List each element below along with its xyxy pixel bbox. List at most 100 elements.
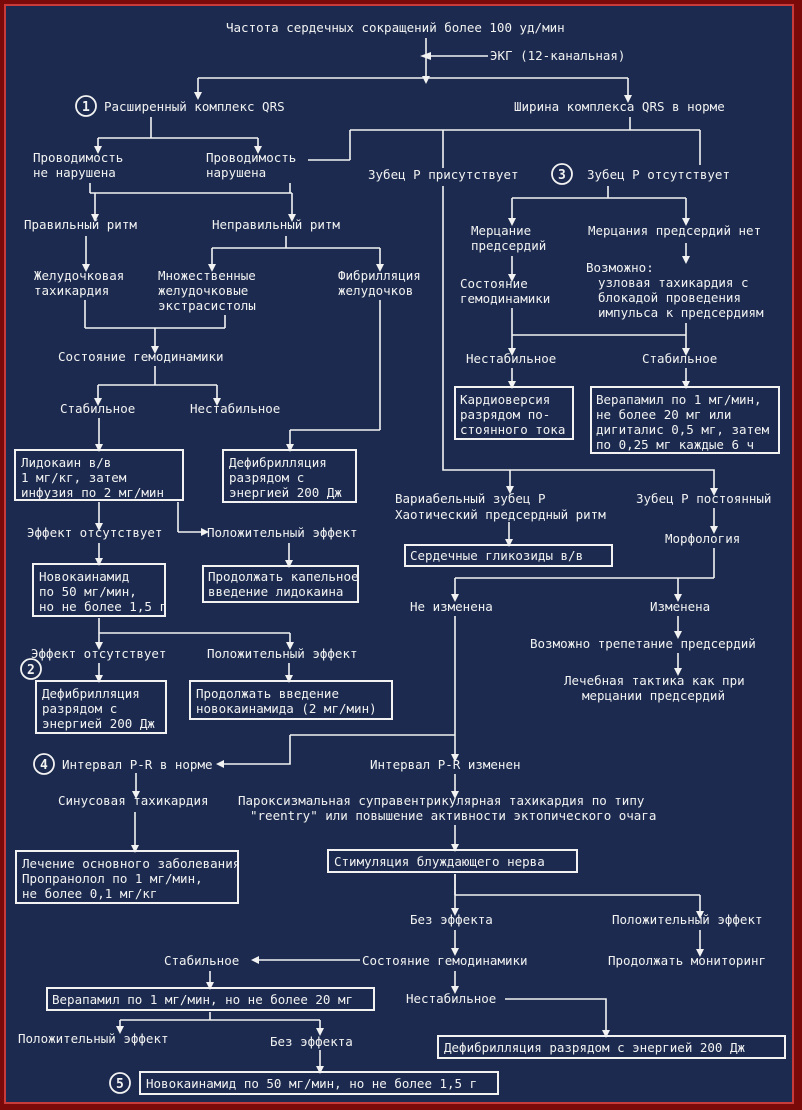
- treat-underlying-line1: Лечение основного заболевания: [22, 856, 240, 871]
- psvt-line1: Пароксизмальная суправентрикулярная тахи…: [238, 793, 645, 808]
- defib2-line3: энергией 200 Дж: [42, 716, 155, 731]
- vagal-box: [327, 849, 578, 873]
- procainamide1-line2: по 50 мг/мин,: [39, 584, 137, 599]
- treat-like-af-line2: мерцании предсердий: [582, 688, 725, 703]
- defib1-line2: разрядом с: [229, 470, 304, 485]
- not-changed-node: Не изменена: [410, 599, 493, 614]
- positive4-node: Положительный эффект: [18, 1031, 169, 1046]
- vfib-line2: желудочков: [338, 283, 413, 298]
- unstable3-node: Нестабильное: [406, 991, 496, 1006]
- sinus-node: Синусовая тахикардия: [58, 793, 209, 808]
- lidocaine-line2: 1 мг/кг, затем: [21, 470, 127, 485]
- marker-1: [75, 95, 97, 117]
- variable-p-line2: Хаотический предсердный ритм: [395, 507, 606, 522]
- unstable-af-node: Нестабильное: [466, 351, 556, 366]
- pvc-line1: Множественные: [158, 268, 256, 283]
- conduction-bad-line2: нарушена: [206, 165, 266, 180]
- nodal-line1: Возможно:: [586, 260, 654, 275]
- positive3-node: Положительный эффект: [612, 912, 763, 927]
- treat-like-af-line1: Лечебная тактика как при: [564, 673, 745, 688]
- cardioversion-box: [454, 386, 574, 440]
- verapamil-af-line1: Верапамил по 1 мг/мин,: [596, 392, 762, 407]
- treat-underlying-line3: не более 0,1 мг/кг: [22, 886, 157, 901]
- variable-p-line1: Вариабельный зубец P: [395, 491, 546, 506]
- marker-3-label: 3: [558, 168, 566, 183]
- qrs-normal-node: Ширина комплекса QRS в норме: [514, 99, 725, 114]
- stable3-node: Стабильное: [164, 953, 239, 968]
- marker-4: [33, 753, 55, 775]
- defib3-box: [437, 1035, 786, 1059]
- no-effect4-node: Без эффекта: [270, 1034, 353, 1049]
- cardioversion-line2: разрядом по-: [460, 407, 550, 422]
- vtach-line1: Желудочковая: [34, 268, 124, 283]
- pvc-line2: желудочковые: [158, 283, 248, 298]
- conduction-ok-line2: не нарушена: [33, 165, 116, 180]
- flowchart-frame: [4, 4, 794, 1104]
- marker-5-label: 5: [116, 1077, 124, 1092]
- continue-proc-line1: Продолжать введение: [196, 686, 339, 701]
- no-effect3-node: Без эффекта: [410, 912, 493, 927]
- procainamide2-node: Новокаинамид по 50 мг/мин, но не более 1…: [146, 1076, 477, 1091]
- irregular-rhythm-node: Неправильный ритм: [212, 217, 340, 232]
- p-present-node: Зубец P присутствует: [368, 167, 519, 182]
- continue-proc-line2: новокаинамида (2 мг/мин): [196, 701, 377, 716]
- continue-lido-box: [202, 565, 359, 603]
- af-line2: предсердий: [471, 238, 546, 253]
- no-effect2-node: Эффект отсутствует: [31, 646, 166, 661]
- arrowheads: [82, 52, 718, 1074]
- nodal-line3: блокадой проведения: [598, 290, 741, 305]
- regular-rhythm-node: Правильный ритм: [24, 217, 137, 232]
- stable-node: Стабильное: [60, 401, 135, 416]
- lidocaine-line1: Лидокаин в/в: [21, 455, 111, 470]
- defib2-box: [35, 680, 167, 734]
- psvt-line2: "reentry" или повышение активности эктоп…: [250, 808, 656, 823]
- pr-normal-node: Интервал P-R в норме: [62, 757, 213, 772]
- treat-underlying-line2: Пропранолол по 1 мг/мин,: [22, 871, 203, 886]
- changed-node: Изменена: [650, 599, 710, 614]
- hemo-af-line1: Состояние: [460, 276, 528, 291]
- conduction-ok-line1: Проводимость: [33, 150, 123, 165]
- pvc-line3: экстрасистолы: [158, 298, 256, 313]
- constant-p-node: Зубец P постоянный: [636, 491, 771, 506]
- verapamil-af-line3: дигиталис 0,5 мг, затем: [596, 422, 770, 437]
- defib1-line1: Дефибрилляция: [229, 455, 327, 470]
- defib1-line3: энергией 200 Дж: [229, 485, 342, 500]
- continue-lido-line2: введение лидокаина: [208, 584, 343, 599]
- verapamil3-node: Верапамил по 1 мг/мин, но не более 20 мг: [52, 992, 353, 1007]
- continue-monitor-node: Продолжать мониторинг: [608, 953, 766, 968]
- nodal-line2: узловая тахикардия с: [598, 275, 749, 290]
- treat-underlying-box: [15, 850, 239, 904]
- ekg-node: ЭКГ (12-канальная): [490, 48, 625, 63]
- procainamide1-line1: Новокаинамид: [39, 569, 129, 584]
- marker-3: [551, 163, 573, 185]
- cardioversion-line3: стоянного тока: [460, 422, 565, 437]
- marker-4-label: 4: [40, 758, 48, 773]
- positive2-node: Положительный эффект: [207, 646, 358, 661]
- stable-af-node: Стабильное: [642, 351, 717, 366]
- no-af-node: Мерцания предсердий нет: [588, 223, 761, 238]
- qrs-wide-node: Расширенный комплекс QRS: [104, 99, 285, 114]
- defib3-node: Дефибрилляция разрядом с энергией 200 Дж: [444, 1040, 745, 1055]
- morphology-node: Морфология: [665, 531, 740, 546]
- verapamil-af-line2: не более 20 мг или: [596, 407, 731, 422]
- positive1-node: Положительный эффект: [207, 525, 358, 540]
- cardioversion-line1: Кардиоверсия: [460, 392, 550, 407]
- vtach-line2: тахикардия: [34, 283, 109, 298]
- marker-2: [20, 658, 42, 680]
- hemo-af-line2: гемодинамики: [460, 291, 550, 306]
- marker-2-label: 2: [27, 663, 35, 678]
- flutter-node: Возможно трепетание предсердий: [530, 636, 756, 651]
- title-node: Частота сердечных сокращений более 100 у…: [226, 20, 565, 35]
- marker-1-label: 1: [82, 100, 90, 115]
- pr-changed-node: Интервал P-R изменен: [370, 757, 521, 772]
- hemodynamics-node: Состояние гемодинамики: [58, 349, 224, 364]
- vfib-line1: Фибрилляция: [338, 268, 421, 283]
- lidocaine-line3: инфузия по 2 мг/мин: [21, 485, 164, 500]
- no-effect1-node: Эффект отсутствует: [27, 525, 162, 540]
- p-absent-node: Зубец P отсутствует: [587, 167, 730, 182]
- marker-5: [109, 1072, 131, 1094]
- vagal-node: Стимуляция блуждающего нерва: [334, 854, 545, 869]
- hemodynamics3-node: Состояние гемодинамики: [362, 953, 528, 968]
- unstable-node: Нестабильное: [190, 401, 280, 416]
